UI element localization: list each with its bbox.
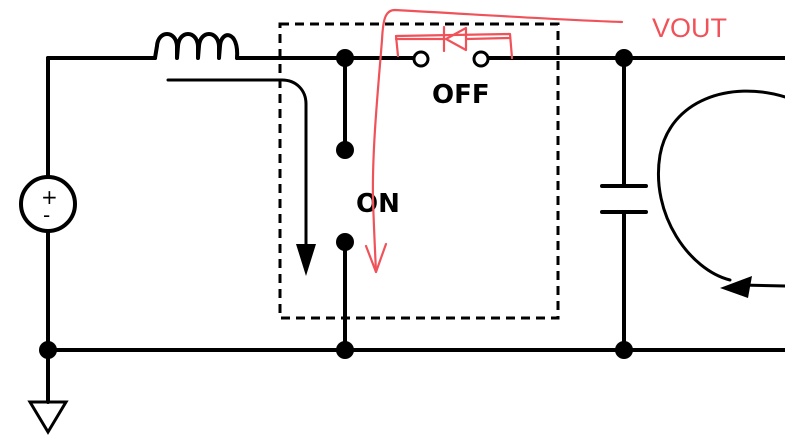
diode-triangle (444, 26, 468, 52)
filled-marks (39, 49, 752, 359)
on-label: ON (356, 189, 400, 219)
current-arrowhead (296, 244, 316, 276)
circuit (19, 32, 785, 435)
node-bottom-left (39, 341, 57, 359)
voltage-source (19, 175, 77, 233)
current-arrow-path (166, 78, 308, 248)
diode-lead (394, 36, 512, 41)
on-switch-contact-top (336, 141, 354, 159)
annotation-current-path (371, 8, 624, 274)
vout-label: VOUT (652, 13, 727, 43)
switch-box (278, 22, 560, 320)
node-bottom-on (336, 341, 354, 359)
off-switch-contact-left (412, 50, 430, 68)
annotation-arrowhead (364, 242, 388, 274)
node-bottom-cap (615, 341, 633, 359)
off-label: OFF (432, 80, 490, 110)
circulation-arc (657, 89, 785, 282)
node-top-cap (615, 49, 633, 67)
node-top-on (336, 49, 354, 67)
off-switch-contact-right (472, 50, 490, 68)
source-plus: + (41, 185, 58, 209)
off-switch (412, 50, 490, 68)
source-minus: - (43, 203, 50, 227)
inductor (153, 32, 240, 60)
ground-symbol (27, 400, 69, 435)
circulation-arrowhead (720, 276, 752, 298)
annotation (364, 8, 624, 274)
on-switch-contact-bottom (336, 233, 354, 251)
